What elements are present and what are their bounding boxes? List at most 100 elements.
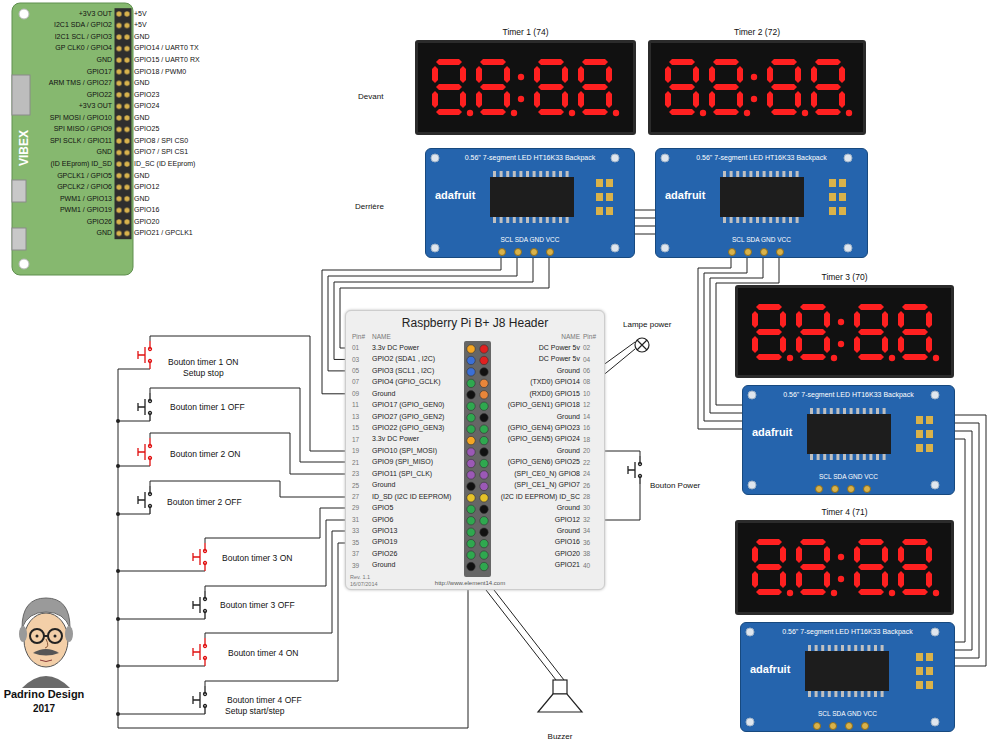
- pin-number: 06: [583, 367, 590, 375]
- board-parts: [883, 408, 886, 414]
- seven-segment-digits: [926, 546, 932, 563]
- board-parts: [761, 249, 768, 256]
- caricature: [36, 635, 39, 638]
- table-title: Raspberry Pi B+ J8 Header: [346, 316, 604, 330]
- pin-name: GPIO9 (SPI_MISO): [372, 458, 433, 466]
- pin-label: GPIO26: [87, 218, 112, 226]
- caricature: [24, 613, 68, 667]
- pi-zero-board: [12, 75, 30, 115]
- seven-segment-digits: [432, 59, 612, 115]
- lamp-symbol: [635, 338, 649, 352]
- header-pins: [480, 459, 488, 467]
- board-parts: [782, 171, 785, 177]
- board-title: 0.56" 7-segment LED HT16K33 Backpack: [656, 154, 867, 162]
- seven-segment-digits: [693, 91, 699, 108]
- seven-segment-digits: [713, 84, 739, 90]
- board-parts: [526, 217, 529, 223]
- board-parts: [931, 481, 939, 489]
- seven-segment-digits: [902, 354, 928, 360]
- wire-bundle: [635, 210, 655, 234]
- board-parts: [830, 454, 833, 460]
- board-parts: [869, 408, 872, 414]
- pin-number: 14: [583, 413, 590, 421]
- seven-segment-digits: [737, 91, 743, 108]
- header-pins: [480, 562, 488, 570]
- seven-segment-digits: [780, 546, 786, 563]
- brand-name: adafruit: [750, 663, 790, 676]
- board-parts: [916, 430, 923, 438]
- caricature: [48, 629, 62, 643]
- button-label: Bouton timer 1 ON: [168, 357, 238, 367]
- board-parts: [513, 217, 516, 223]
- header-pins: [480, 551, 488, 559]
- seven-segment-digits: [780, 571, 786, 588]
- seven-segment-digits: [811, 91, 817, 108]
- board-parts: [828, 691, 831, 697]
- board-parts: [874, 645, 877, 651]
- header-pins: [467, 562, 475, 570]
- view-label: Derrière: [355, 202, 384, 212]
- seven-segment-digits: [504, 91, 510, 108]
- pin-label: GND: [134, 33, 150, 41]
- seven-segment-digits: [476, 66, 482, 83]
- pin-number: 13: [352, 413, 359, 421]
- pin-name: GPIO21: [555, 561, 580, 569]
- seven-segment-digits: [926, 336, 932, 353]
- seven-segment-digits: [858, 304, 884, 310]
- board-parts: [817, 454, 820, 460]
- seven-segment-digits: [854, 311, 860, 328]
- wires: [150, 388, 345, 462]
- pin-number: 25: [352, 482, 359, 490]
- display-dot: [831, 590, 837, 596]
- seven-segment-digits: [854, 571, 860, 588]
- pin-name: GPIO2 (SDA1 , I2C): [372, 355, 435, 363]
- seven-segment-digits: [815, 59, 841, 65]
- board-parts: [547, 249, 554, 256]
- pin-number: 31: [352, 516, 359, 524]
- junction-dot: [116, 419, 120, 716]
- board-parts: [743, 217, 746, 223]
- board-parts: [836, 408, 839, 414]
- header-pins: [480, 379, 488, 387]
- backpack-board: 0.56" 7-segment LED HT16K33 Backpackadaf…: [425, 148, 635, 258]
- pin-label: GPIO12: [134, 183, 159, 191]
- display-title: Timer 1 (74): [418, 27, 633, 37]
- pin-name: Ground: [372, 390, 395, 398]
- pin-name: Ground: [372, 561, 395, 569]
- board-parts: [867, 691, 870, 697]
- display-title: Timer 2 (72): [651, 27, 863, 37]
- board-parts: [776, 171, 779, 177]
- seven-segment-digits: [582, 84, 608, 90]
- author-year: 2017: [33, 703, 55, 715]
- pin-number: 27: [352, 493, 359, 501]
- seven-segment-digits: [713, 109, 739, 115]
- header-pins: [467, 539, 475, 547]
- pin-label: GPIO14 / UART0 TX: [134, 44, 199, 52]
- board-parts: [431, 154, 439, 162]
- wire-bundle: [635, 226, 655, 227]
- pin-name: GPIO22 (GPIO_GEN3): [372, 424, 444, 432]
- pin-name: GPIO12: [555, 516, 580, 524]
- board-parts: [815, 645, 818, 651]
- seven-segment-digits: [767, 66, 773, 83]
- seven-segment-digits: [926, 571, 932, 588]
- board-parts: [931, 628, 939, 636]
- wire-bundle: [955, 415, 986, 666]
- board-parts: [493, 217, 496, 223]
- seven-segment-digits: [669, 109, 695, 115]
- board-parts: [881, 645, 884, 651]
- board-parts: [931, 391, 939, 399]
- board-parts: [830, 408, 833, 414]
- seven-segment-digits: [800, 539, 826, 545]
- board-parts: [756, 217, 759, 223]
- board-title: 0.56" 7-segment LED HT16K33 Backpack: [426, 154, 634, 162]
- seven-segment-digits: [538, 84, 564, 90]
- board-parts: [876, 454, 879, 460]
- seven-segment-digits: [854, 546, 860, 563]
- board-parts: [848, 691, 851, 697]
- caricature: [19, 598, 73, 688]
- board-parts: [606, 193, 613, 201]
- board-title: 0.56" 7-segment LED HT16K33 Backpack: [743, 391, 954, 399]
- board-parts: [736, 217, 739, 223]
